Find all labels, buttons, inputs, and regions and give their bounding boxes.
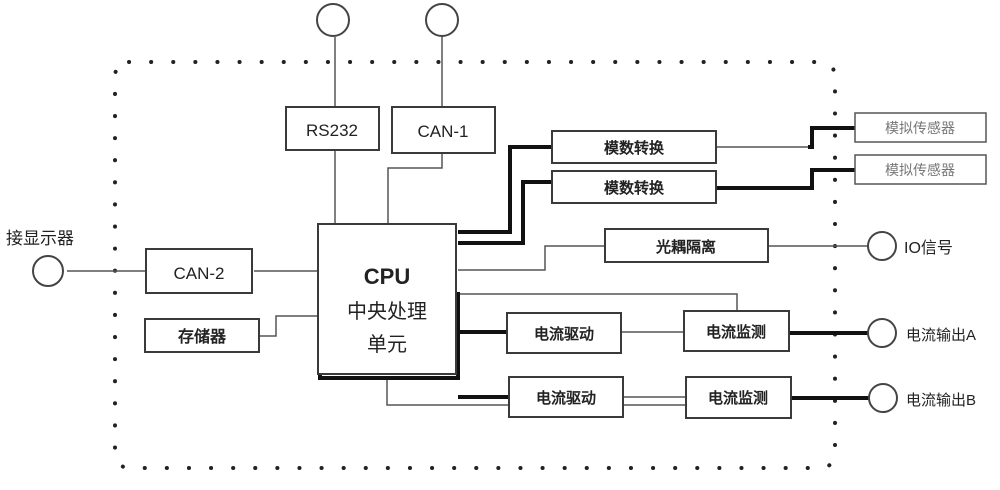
sensor2-block: 模拟传感器 [854, 154, 987, 185]
can2-label: CAN-2 [173, 264, 224, 283]
driver-a-block: 电流驱动 [506, 312, 622, 354]
output-b-port [868, 383, 898, 413]
io-port-label: IO信号 [904, 239, 953, 257]
can2-block: CAN-2 [145, 248, 253, 294]
output-b-label: 电流输出B [906, 392, 976, 409]
wire-cpu-adc2 [458, 180, 552, 245]
wire-storage-cpu [260, 315, 318, 337]
wire-sensor1 [808, 126, 855, 149]
can1-block: CAN-1 [391, 106, 496, 154]
can1-port [425, 3, 459, 37]
rs232-label: RS232 [306, 121, 358, 140]
optocoupler-block: 光耦隔离 [604, 228, 769, 263]
monitor-a-block: 电流监测 [683, 310, 790, 352]
adc2-label: 模数转换 [604, 179, 665, 197]
wire-cpu-adc1 [458, 145, 552, 234]
adc1-label: 模数转换 [604, 139, 665, 157]
driver-b-label: 电流驱动 [536, 389, 596, 407]
io-port [867, 231, 897, 261]
monitor-b-label: 电流监测 [708, 389, 768, 407]
rs232-block: RS232 [285, 106, 380, 151]
cpu-block: CPU 中央处理 单元 [317, 223, 457, 375]
adc1-block: 模数转换 [551, 130, 717, 164]
rs232-port [316, 3, 350, 37]
device-boundary [113, 60, 837, 470]
wire-feedback-a [458, 293, 738, 310]
monitor-b-block: 电流监测 [685, 376, 792, 419]
driver-b-block: 电流驱动 [508, 376, 624, 418]
storage-block: 存储器 [144, 318, 260, 353]
cpu-subtitle-line2: 单元 [367, 332, 407, 356]
sensor1-label: 模拟传感器 [885, 120, 955, 137]
output-a-port [867, 318, 897, 348]
cpu-title: CPU [364, 264, 410, 289]
sensor1-block: 模拟传感器 [854, 112, 987, 143]
driver-a-label: 电流驱动 [534, 325, 594, 343]
wire-cpu-optocoupler [458, 245, 604, 271]
adc2-block: 模数转换 [551, 170, 717, 204]
can1-label: CAN-1 [417, 122, 468, 141]
display-port [32, 255, 64, 287]
wire-sensor2 [716, 168, 855, 190]
output-a-label: 电流输出A [906, 327, 976, 344]
storage-label: 存储器 [178, 327, 227, 346]
sensor2-label: 模拟传感器 [885, 162, 955, 179]
cpu-subtitle-line1: 中央处理 [347, 299, 427, 323]
monitor-a-label: 电流监测 [706, 323, 766, 341]
wire-can1-cpu [387, 153, 443, 224]
display-port-label: 接显示器 [6, 229, 74, 248]
optocoupler-label: 光耦隔离 [655, 238, 716, 256]
